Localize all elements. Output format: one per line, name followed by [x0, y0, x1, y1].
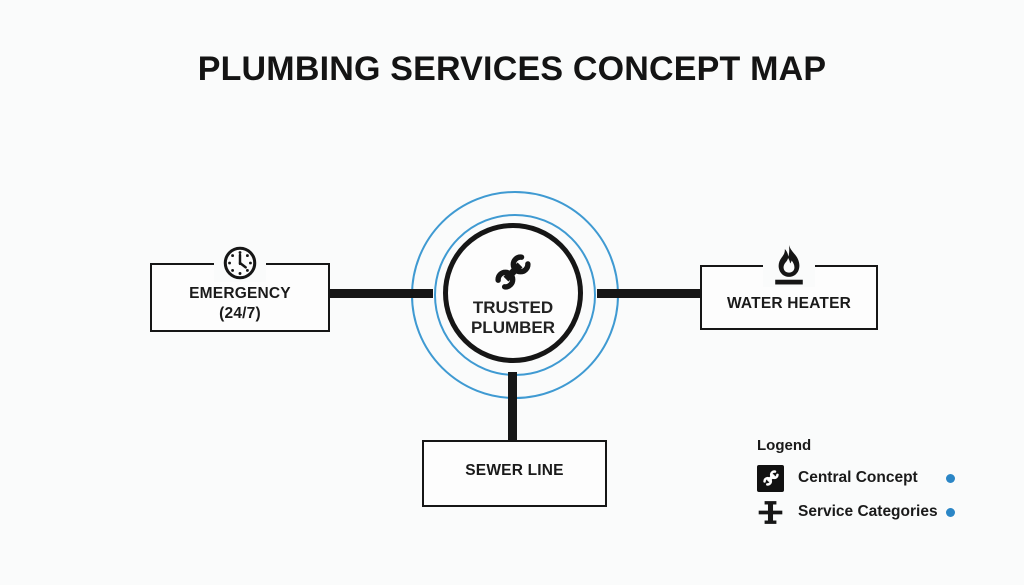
legend-marker-dot — [946, 507, 955, 517]
node-emergency: EMERGENCY (24/7) — [150, 244, 330, 332]
legend-marker-dot — [946, 473, 955, 483]
central-node-trusted-plumber: TRUSTED PLUMBER — [443, 223, 583, 363]
legend-label: Service Categories — [798, 503, 938, 520]
legend-title: Logend — [757, 437, 812, 454]
node-sewer-line: SEWER LINE — [422, 440, 607, 507]
connector-water-heater — [597, 289, 700, 298]
node-emergency-label-line2: (24/7) — [219, 304, 261, 322]
node-sewer-line-label: SEWER LINE — [465, 462, 564, 479]
legend-label: Central Concept — [798, 469, 918, 486]
node-emergency-label-line1: EMERGENCY — [189, 284, 291, 302]
connector-emergency — [330, 289, 433, 298]
wrench-icon — [757, 464, 784, 492]
legend: Logend Central Concept — [757, 437, 955, 531]
clock-icon — [214, 244, 266, 282]
legend-item-central-concept: Central Concept — [757, 463, 955, 493]
connector-sewer-line — [508, 372, 517, 440]
central-node-label-line1: TRUSTED — [472, 297, 554, 317]
wrench-icon — [490, 249, 536, 298]
page-title: PLUMBING SERVICES CONCEPT MAP — [197, 50, 827, 88]
central-node-label-line2: PLUMBER — [470, 317, 556, 337]
node-water-heater: WATER HEATER — [700, 243, 878, 330]
pipe-fitting-icon — [757, 499, 784, 526]
node-water-heater-label: WATER HEATER — [726, 295, 852, 312]
flame-icon — [763, 243, 815, 287]
legend-item-service-categories: Service Categories — [757, 497, 955, 527]
